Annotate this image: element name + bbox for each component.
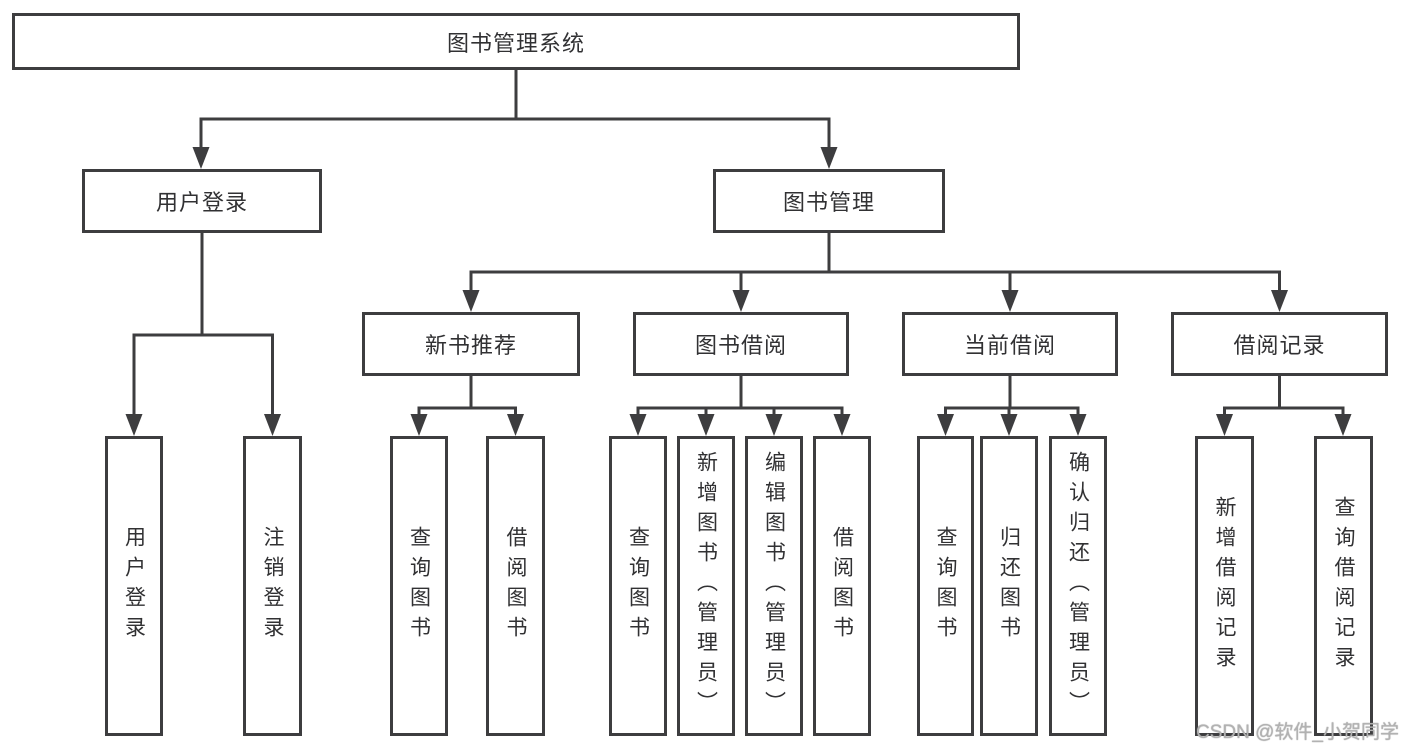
node-new-book-recommend: 新书推荐 [362,312,580,376]
node-confirm-return-admin-label: 确认归还（管理员） [1066,451,1090,721]
node-add-borrow-record-label: 新增借阅记录 [1213,496,1236,676]
node-query-borrow-record-label: 查询借阅记录 [1332,496,1355,676]
node-user-login-action: 用户登录 [105,436,163,736]
node-book-management: 图书管理 [713,169,945,233]
node-add-book-admin-label: 新增图书（管理员） [694,451,718,721]
node-borrow-records-label: 借阅记录 [1233,333,1326,358]
node-query-borrow-record: 查询借阅记录 [1314,436,1373,736]
node-book-borrow-label: 图书借阅 [694,333,787,358]
node-return-books-label: 归还图书 [997,526,1021,646]
node-book-management-label: 图书管理 [782,190,875,215]
node-confirm-return-admin: 确认归还（管理员） [1049,436,1107,736]
node-new-book-recommend-label: 新书推荐 [424,333,517,358]
node-query-books-current: 查询图书 [917,436,974,736]
node-add-borrow-record: 新增借阅记录 [1195,436,1254,736]
node-query-books-recommend-label: 查询图书 [407,526,431,646]
node-edit-book-admin: 编辑图书（管理员） [745,436,803,736]
node-book-borrow: 图书借阅 [633,312,849,376]
node-logout-action-label: 注销登录 [261,526,284,646]
node-user-login-label: 用户登录 [155,190,248,215]
node-user-login: 用户登录 [82,169,322,233]
node-current-borrow: 当前借阅 [902,312,1118,376]
node-borrow-books-action-label: 借阅图书 [830,526,854,646]
node-borrow-books-recommend: 借阅图书 [486,436,545,736]
watermark: CSDN @软件_小贺同学 [1196,722,1399,743]
node-edit-book-admin-label: 编辑图书（管理员） [762,451,786,721]
node-logout-action: 注销登录 [243,436,302,736]
node-current-borrow-label: 当前借阅 [963,333,1056,358]
node-return-books: 归还图书 [980,436,1038,736]
node-add-book-admin: 新增图书（管理员） [677,436,735,736]
node-query-books-borrow-label: 查询图书 [626,526,650,646]
node-query-books-recommend: 查询图书 [390,436,448,736]
node-query-books-current-label: 查询图书 [934,526,957,646]
node-root-label: 图书管理系统 [446,30,585,56]
node-borrow-records: 借阅记录 [1171,312,1388,376]
node-root: 图书管理系统 [12,13,1020,70]
node-borrow-books-recommend-label: 借阅图书 [504,526,527,646]
node-borrow-books-action: 借阅图书 [813,436,871,736]
node-query-books-borrow: 查询图书 [609,436,667,736]
node-user-login-action-label: 用户登录 [122,526,146,646]
